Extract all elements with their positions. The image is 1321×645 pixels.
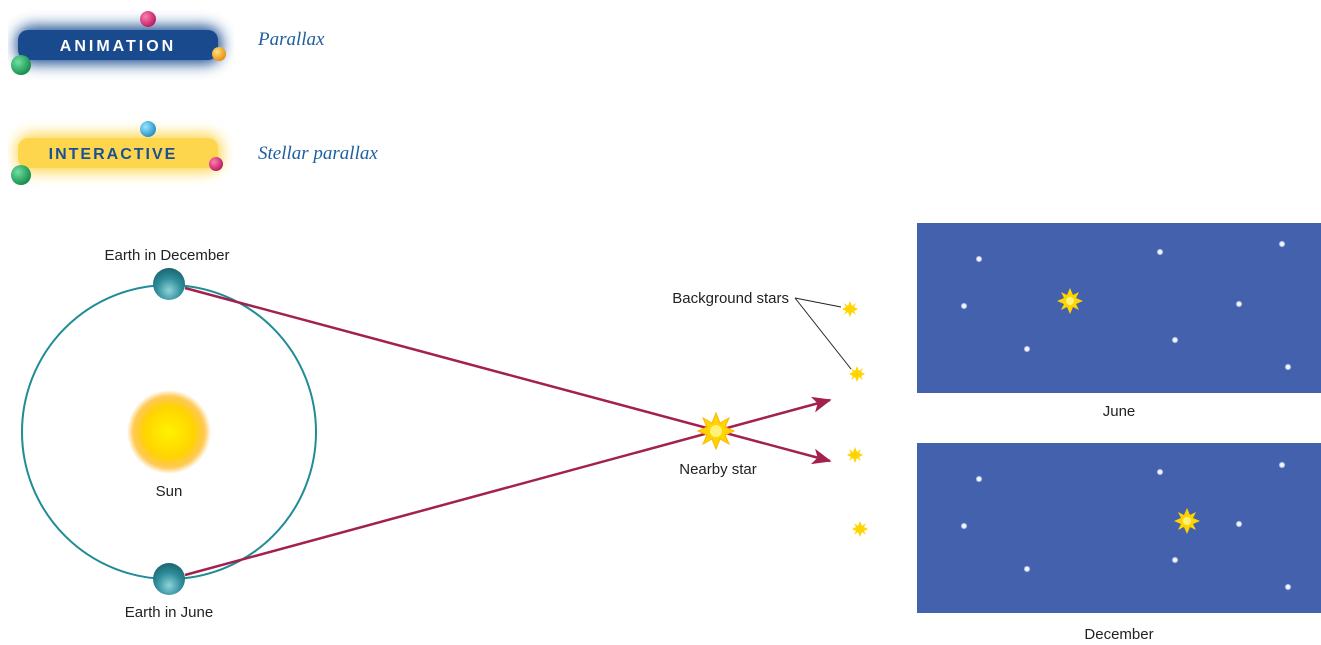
parallax-link[interactable]: Parallax [258, 29, 325, 50]
earth-june-label: Earth in June [125, 604, 213, 621]
pink-planet-icon [140, 11, 156, 27]
december-white-stars [960, 461, 1292, 591]
orange-planet-icon [212, 47, 226, 61]
december-nearby-star-icon [1174, 508, 1200, 534]
june-sky-panel [917, 223, 1321, 393]
interactive-badge[interactable]: INTERACTIVE [8, 112, 234, 194]
green-planet-icon [11, 55, 31, 75]
june-white-stars [960, 240, 1292, 371]
blue-planet-icon [140, 121, 156, 137]
pink-planet-icon [209, 157, 223, 171]
nearby-star-icon [696, 411, 736, 451]
june-nearby-star-icon [1057, 288, 1083, 314]
december-sight-line [184, 286, 832, 465]
december-caption: December [1084, 626, 1153, 643]
june-caption: June [1103, 403, 1136, 420]
sun-label: Sun [156, 483, 183, 500]
background-star-icon [842, 301, 858, 317]
earth-december-label: Earth in December [104, 247, 229, 264]
background-stars-label: Background stars [672, 290, 789, 307]
background-star-icon [849, 366, 865, 382]
green-planet-icon [11, 165, 31, 185]
earth-june-icon [153, 563, 185, 595]
animation-badge-label: ANIMATION [60, 38, 176, 55]
sun-icon [127, 390, 211, 474]
december-sky-panel [917, 443, 1321, 613]
nearby-star-label: Nearby star [679, 461, 757, 478]
background-stars-pointer [794, 297, 852, 370]
background-star-icon [847, 447, 863, 463]
stellar-parallax-link[interactable]: Stellar parallax [258, 143, 378, 164]
interactive-badge-label: INTERACTIVE [49, 146, 178, 163]
june-sight-line [184, 396, 832, 577]
background-star-icon [852, 521, 868, 537]
animation-badge[interactable]: ANIMATION [8, 4, 234, 86]
earth-december-icon [153, 268, 185, 300]
background-stars-pointer [794, 297, 842, 308]
